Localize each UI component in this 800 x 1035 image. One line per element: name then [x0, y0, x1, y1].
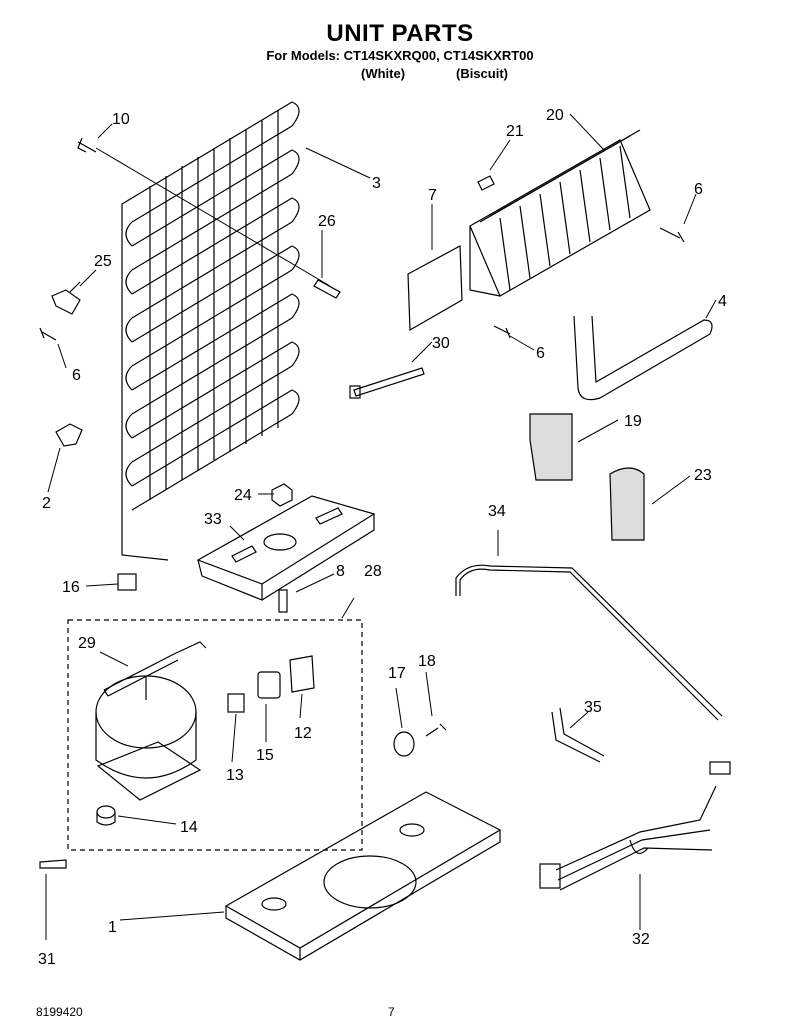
- bracket-7: [407, 245, 463, 332]
- callout-29: 29: [78, 635, 96, 652]
- callout-19: 19: [624, 413, 642, 430]
- callout-28: 28: [364, 563, 382, 580]
- leader-lines: [45, 113, 717, 940]
- callout-21: 21: [506, 123, 524, 140]
- cover-12: [289, 655, 315, 693]
- callout-6-left: 6: [72, 367, 81, 384]
- insulation-23: [609, 467, 645, 541]
- wire-harness-32: [539, 761, 731, 891]
- hose-35: [551, 707, 605, 763]
- screw-6-right: [659, 227, 685, 243]
- callout-7: 7: [428, 187, 437, 204]
- screw-6-center: [493, 325, 511, 339]
- heater-30: [349, 367, 425, 399]
- evaporator: [469, 129, 651, 297]
- variant-biscuit: (Biscuit): [456, 66, 508, 81]
- clip-2: [55, 423, 83, 447]
- callout-12: 12: [294, 725, 312, 742]
- callout-6-right: 6: [694, 181, 703, 198]
- condenser-coil: [121, 101, 300, 561]
- callout-20: 20: [546, 107, 564, 124]
- callout-31: 31: [38, 951, 56, 968]
- clip-16: [117, 573, 137, 591]
- callout-33: 33: [204, 511, 222, 528]
- doc-number: 8199420: [36, 1005, 83, 1019]
- drain-pan: [196, 495, 376, 601]
- callout-24: 24: [234, 487, 252, 504]
- callout-6-center: 6: [536, 345, 545, 362]
- screw-10: [77, 137, 97, 153]
- callout-34: 34: [488, 503, 506, 520]
- callout-10: 10: [112, 111, 130, 128]
- callout-13: 13: [226, 767, 244, 784]
- callout-16: 16: [62, 579, 80, 596]
- page-title: UNIT PARTS: [326, 20, 474, 47]
- grommet-24: [271, 483, 293, 507]
- heater-4: [573, 315, 713, 401]
- callout-26: 26: [318, 213, 336, 230]
- models-line: For Models: CT14SKXRQ00, CT14SKXRT00: [266, 48, 534, 63]
- callout-labels: 10 3 26 25 6 2 16 24 33 8 28 29 12 15 13…: [38, 107, 727, 968]
- screw-6-left: [39, 327, 57, 341]
- bolt-18: [425, 723, 447, 737]
- clip-21: [477, 175, 495, 191]
- callout-30: 30: [432, 335, 450, 352]
- callout-8: 8: [336, 563, 345, 580]
- callout-2: 2: [42, 495, 51, 512]
- drain-tube-34: [455, 564, 723, 721]
- filter-drier: [103, 641, 207, 697]
- variant-white: (White): [361, 66, 406, 81]
- callout-32: 32: [632, 931, 650, 948]
- tie-31: [39, 859, 67, 869]
- callout-18: 18: [418, 653, 436, 670]
- insulation-19: [529, 413, 573, 481]
- page-number: 7: [388, 1005, 395, 1019]
- screw-26: [313, 279, 341, 299]
- overload-15: [257, 671, 281, 699]
- grommet-14: [96, 805, 116, 826]
- callout-14: 14: [180, 819, 198, 836]
- callout-35: 35: [584, 699, 602, 716]
- relay-13: [227, 693, 245, 713]
- callout-1: 1: [108, 919, 117, 936]
- mount-17: [393, 731, 415, 757]
- compressor-group-box: [67, 619, 363, 851]
- callout-17: 17: [388, 665, 406, 682]
- tube-8: [278, 589, 288, 613]
- callout-3: 3: [372, 175, 381, 192]
- callout-25: 25: [94, 253, 112, 270]
- callout-15: 15: [256, 747, 274, 764]
- base-pan: [224, 791, 502, 961]
- bracket-25: [51, 281, 81, 315]
- callout-23: 23: [694, 467, 712, 484]
- callout-4: 4: [718, 293, 727, 310]
